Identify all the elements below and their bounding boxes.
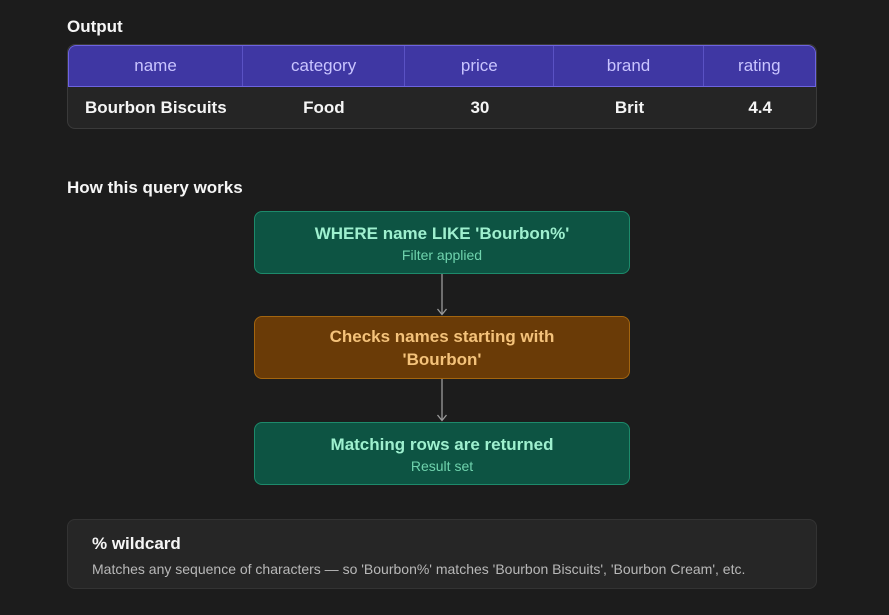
column-header-rating[interactable]: rating [738, 56, 781, 75]
output-table: name category price brand rating Bourbon… [67, 44, 817, 129]
column-header-price[interactable]: price [405, 46, 555, 86]
flow-step-filter: WHERE name LIKE 'Bourbon%' Filter applie… [254, 211, 630, 274]
flow-step-main: Checks names starting with 'Bourbon' [329, 326, 555, 369]
cell-category: Food [303, 98, 345, 117]
column-header-brand[interactable]: brand [554, 46, 704, 86]
table-header: name category price brand rating [68, 45, 816, 87]
flow-step-sub: Result set [410, 458, 474, 474]
output-title: Output [67, 17, 123, 36]
wildcard-note: % wildcard Matches any sequence of chara… [67, 519, 817, 589]
flow-step-sub: Filter applied [401, 247, 483, 263]
cell-rating: 4.4 [748, 98, 772, 117]
table-row: Bourbon Biscuits Food 30 Brit 4.4 [68, 87, 816, 128]
note-title: % wildcard [92, 534, 181, 553]
flow-step-main: WHERE name LIKE 'Bourbon%' [314, 224, 570, 243]
column-header-category[interactable]: category [243, 46, 406, 86]
flow-step-result: Matching rows are returned Result set [254, 422, 630, 485]
flow-step-check: Checks names starting with 'Bourbon' [254, 316, 630, 379]
column-header-name[interactable]: name [69, 46, 244, 86]
note-text: Matches any sequence of characters — so … [92, 561, 746, 577]
arrow-down-icon [436, 274, 448, 316]
cell-brand: Brit [614, 98, 645, 117]
arrow-down-icon [436, 379, 448, 422]
cell-price: 30 [470, 98, 490, 117]
how-it-works-title: How this query works [67, 178, 243, 197]
flow-step-main: Matching rows are returned [330, 435, 554, 454]
cell-name: Bourbon Biscuits [85, 98, 227, 117]
